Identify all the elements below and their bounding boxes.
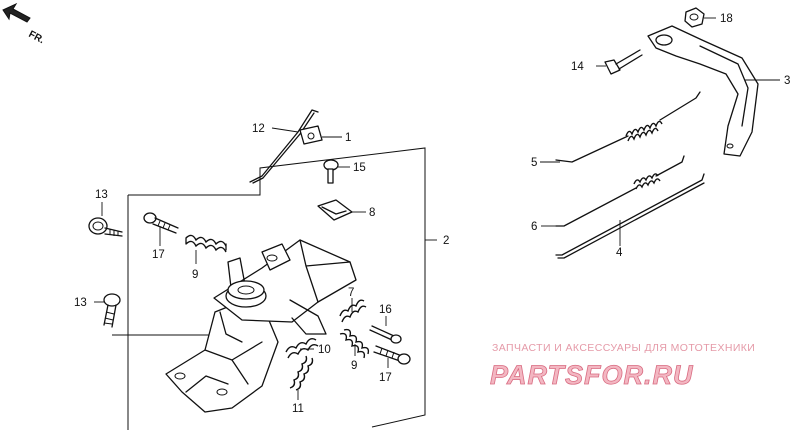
rod-clip [299,125,323,145]
callout-9-right: 9 [351,360,357,372]
callout-1: 1 [345,132,351,144]
callout-17-right: 17 [379,372,392,384]
control-lever [647,25,759,157]
callout-14: 14 [571,61,584,73]
callout-9-left: 9 [192,269,198,281]
control-base-assembly [165,239,357,413]
callout-13-upper: 13 [95,189,108,201]
carriage-bolt [604,49,643,75]
throttle-cable [555,91,701,163]
callout-10: 10 [318,344,331,356]
leader-lines [94,17,780,400]
callout-12: 12 [252,123,265,135]
watermark-brand: PARTSFOR.RU [490,360,694,390]
spring-10 [285,337,319,359]
callout-3: 3 [784,75,790,87]
callout-13-lower: 13 [74,297,87,309]
spring-11 [289,355,314,391]
callout-5: 5 [531,157,537,169]
callout-labels: 1 2 3 4 5 6 7 8 9 9 10 11 12 13 13 14 15… [74,13,790,415]
watermark-tagline: ЗАПЧАСТИ И АКСЕССУАРЫ ДЛЯ МОТОТЕХНИКИ [492,342,755,354]
spring-left [185,234,227,253]
flange-bolt-lower [103,293,121,328]
governor-rod-4 [555,173,705,259]
screw-16 [369,325,402,344]
adjust-screw-right [373,345,411,365]
small-bolt [323,159,339,184]
direction-label: FR. [27,29,47,46]
callout-2: 2 [443,235,449,247]
callout-17-left: 17 [152,249,165,261]
spring-right [339,328,370,359]
callout-6: 6 [531,221,537,233]
callout-11: 11 [292,403,304,415]
callout-15: 15 [353,162,366,174]
governor-rod-6 [555,155,685,227]
flange-bolt-upper [88,217,123,237]
callout-7: 7 [348,287,354,299]
cable-clamp [317,199,353,221]
lock-nut [684,7,705,28]
watermark: ЗАПЧАСТИ И АКСЕССУАРЫ ДЛЯ МОТОТЕХНИКИ PA… [490,342,755,390]
callout-18: 18 [720,13,733,25]
callout-16: 16 [379,304,392,316]
adjust-screw-left [143,212,179,234]
spring-7 [339,299,367,323]
callout-4: 4 [616,247,623,259]
front-direction-arrow: FR. [2,2,47,46]
callout-8: 8 [369,207,375,219]
